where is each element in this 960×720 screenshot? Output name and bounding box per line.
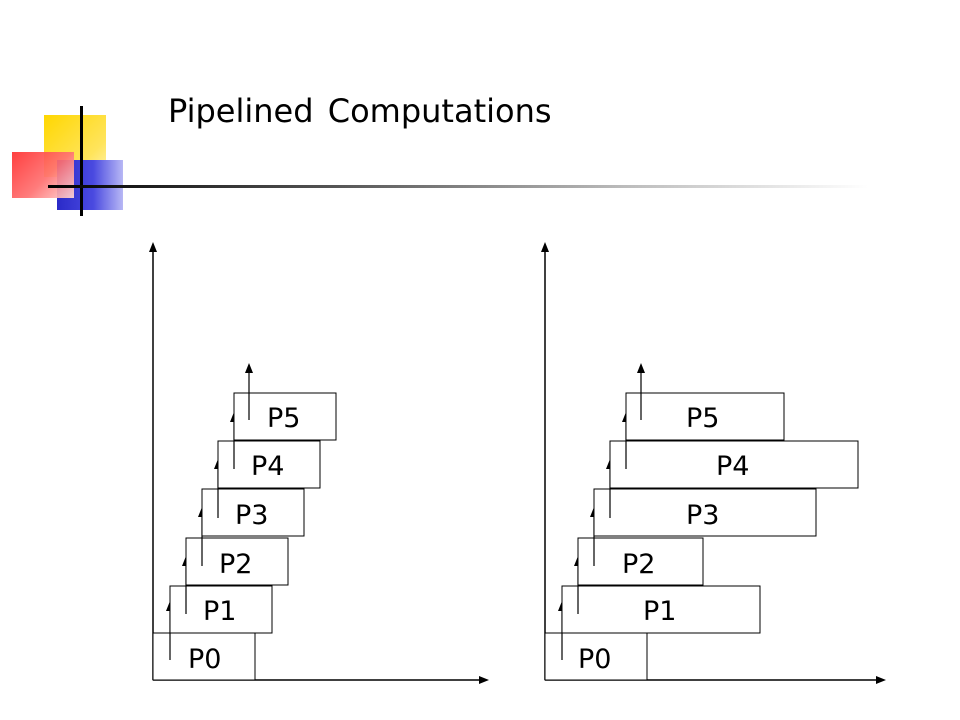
slide-title: Pipelined Computations [168, 92, 552, 130]
right-block-p5 [625, 392, 785, 441]
left-block-p2-label: P2 [219, 549, 252, 580]
right-block-p4-label: P4 [716, 451, 749, 482]
left-block-p1 [169, 585, 273, 634]
title-rule [48, 185, 868, 188]
right-block-p0-label: P0 [578, 644, 611, 675]
right-block-p1 [561, 585, 761, 634]
right-block-p2 [577, 537, 704, 586]
right-block-p1-label: P1 [643, 596, 676, 627]
left-block-p3 [201, 488, 305, 537]
right-block-p2-label: P2 [622, 549, 655, 580]
left-block-p5-label: P5 [267, 403, 300, 434]
right-block-p4 [609, 440, 859, 489]
diagram-left: P0 P1 P2 P3 P4 P5 [149, 242, 489, 684]
left-block-p4-label: P4 [251, 451, 284, 482]
left-block-p1-label: P1 [203, 596, 236, 627]
diagram-right: P0 P1 P2 P3 P4 P5 [541, 242, 886, 684]
right-block-p3-label: P3 [686, 500, 719, 531]
left-block-p2 [185, 537, 289, 586]
left-block-p3-label: P3 [235, 500, 268, 531]
logo-red-square [12, 152, 74, 198]
right-block-p3 [593, 488, 817, 537]
right-block-p5-label: P5 [686, 403, 719, 434]
left-block-p0-label: P0 [188, 644, 221, 675]
logo-vertical-line [80, 106, 83, 216]
left-block-p5 [233, 392, 337, 441]
left-block-p4 [217, 440, 321, 489]
